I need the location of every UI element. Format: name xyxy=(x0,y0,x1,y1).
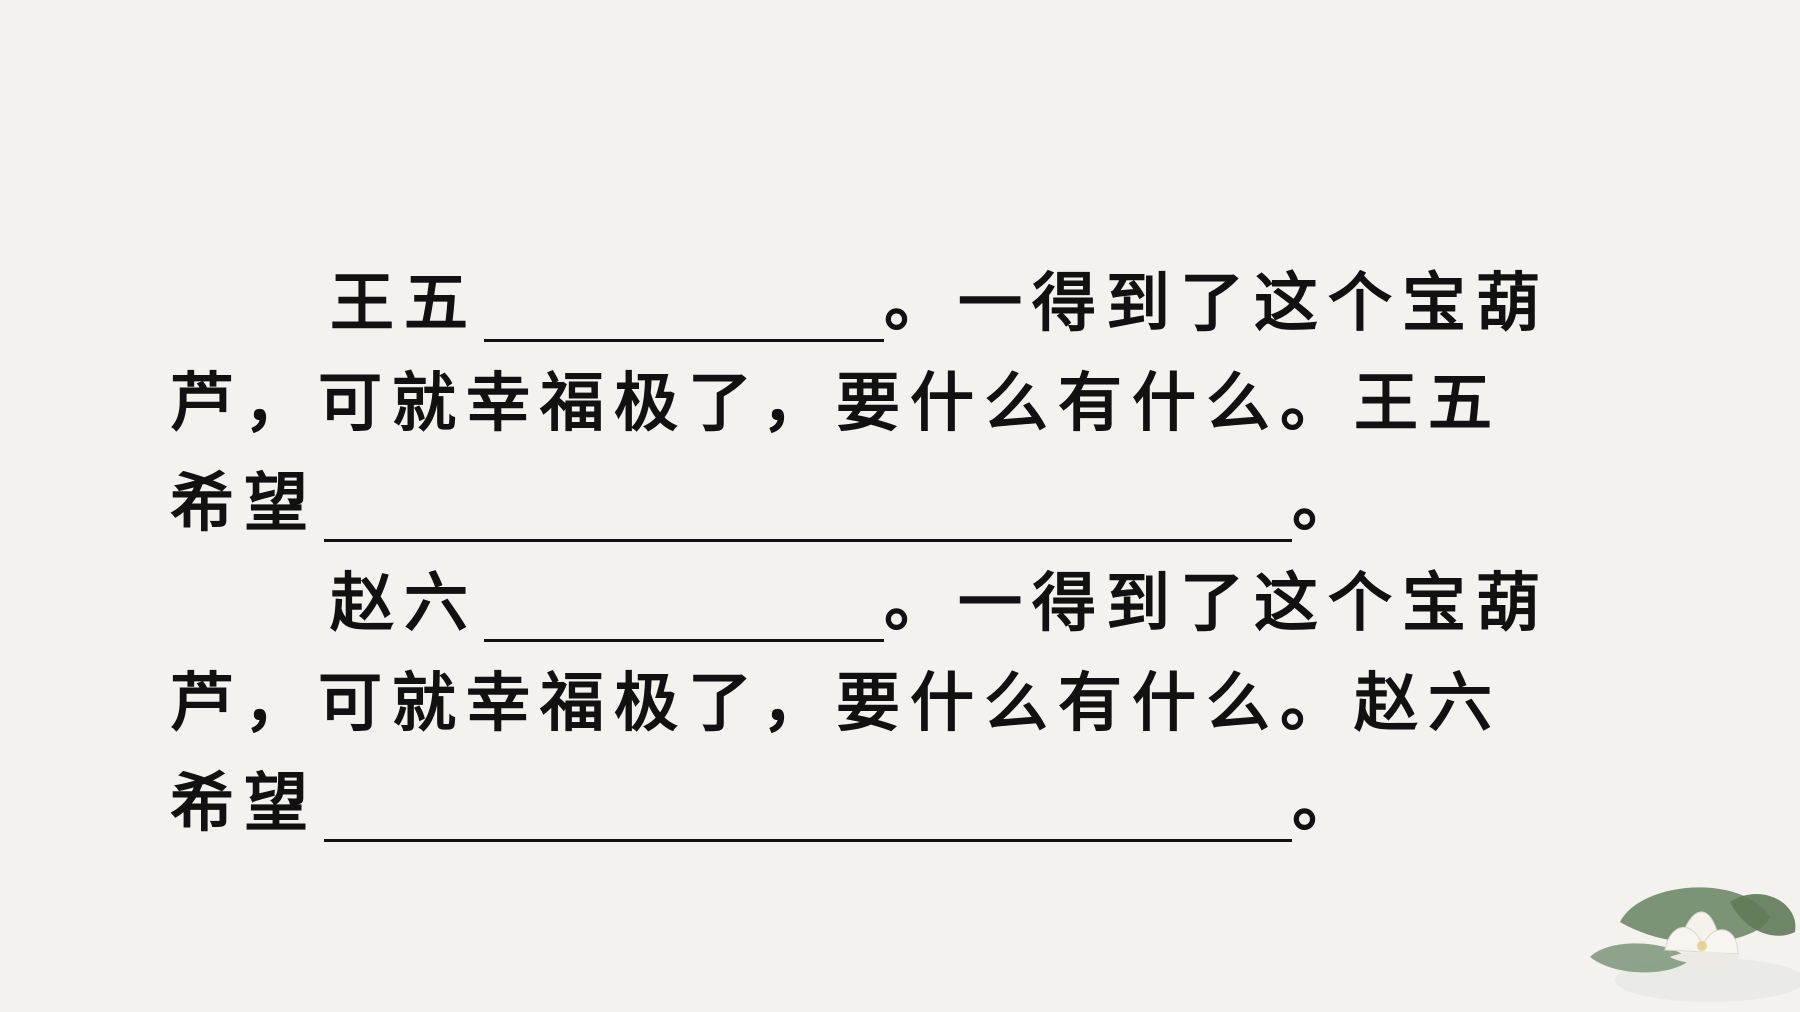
answer-blank-2[interactable] xyxy=(324,461,1292,542)
paragraph-2-line-1: 赵六 。一得到了这个宝葫 xyxy=(170,552,1550,642)
paragraph-2-lead: 赵六 xyxy=(330,567,478,641)
paragraph-2-line-3-end: 。 xyxy=(1292,767,1366,841)
paragraph-2-wish-label: 希望 xyxy=(170,767,318,841)
lotus-icon xyxy=(1590,887,1800,1002)
answer-blank-3[interactable] xyxy=(484,561,884,642)
paragraph-1-lead: 王五 xyxy=(330,267,478,341)
paragraph-2-line-1-text: 。一得到了这个宝葫 xyxy=(884,567,1550,641)
answer-blank-1[interactable] xyxy=(484,261,884,342)
paragraph-1-line-3: 希望 。 xyxy=(170,452,1366,542)
paragraph-2-line-3: 希望 。 xyxy=(170,752,1366,842)
paragraph-1-wish-label: 希望 xyxy=(170,467,318,541)
paragraph-1-line-2: 芦，可就幸福极了，要什么有什么。王五 xyxy=(170,352,1502,442)
paragraph-1-line-3-end: 。 xyxy=(1292,467,1366,541)
paragraph-1-line-2-text: 芦，可就幸福极了，要什么有什么。王五 xyxy=(170,367,1502,441)
answer-blank-4[interactable] xyxy=(324,761,1292,842)
paragraph-1-line-1-text: 。一得到了这个宝葫 xyxy=(884,267,1550,341)
paragraph-2-line-2-text: 芦，可就幸福极了，要什么有什么。赵六 xyxy=(170,667,1502,741)
paragraph-1-line-1: 王五 。一得到了这个宝葫 xyxy=(170,252,1550,342)
paragraph-2-line-2: 芦，可就幸福极了，要什么有什么。赵六 xyxy=(170,652,1502,742)
